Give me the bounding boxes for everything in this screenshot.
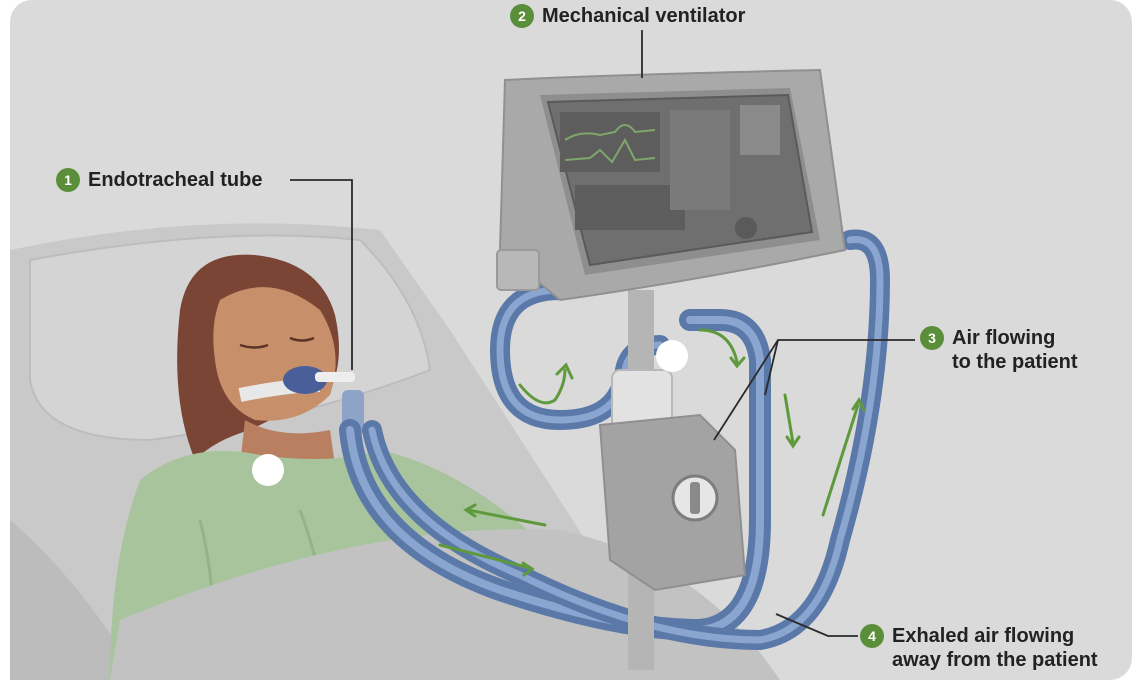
badge-1: 1 (56, 168, 80, 192)
label-air-to-patient: 3 Air flowing to the patient (920, 326, 1078, 374)
label-text-endotracheal-tube: Endotracheal tube (88, 168, 262, 192)
label-line: away from the patient (892, 648, 1098, 672)
label-line: to the patient (952, 350, 1078, 374)
badge-2: 2 (510, 4, 534, 28)
badge-3: 3 (920, 326, 944, 350)
label-line: Exhaled air flowing (892, 624, 1098, 648)
label-endotracheal-tube: 1 Endotracheal tube (56, 168, 262, 192)
marker-dot (252, 454, 284, 486)
marker-dot (656, 340, 688, 372)
badge-4: 4 (860, 624, 884, 648)
label-mechanical-ventilator: 2 Mechanical ventilator (510, 4, 745, 28)
label-exhaled-air: 4 Exhaled air flowing away from the pati… (860, 624, 1098, 672)
label-text-exhaled-air: Exhaled air flowing away from the patien… (892, 624, 1098, 672)
label-line: Air flowing (952, 326, 1078, 350)
label-text-mechanical-ventilator: Mechanical ventilator (542, 4, 745, 28)
label-text-air-to-patient: Air flowing to the patient (952, 326, 1078, 374)
